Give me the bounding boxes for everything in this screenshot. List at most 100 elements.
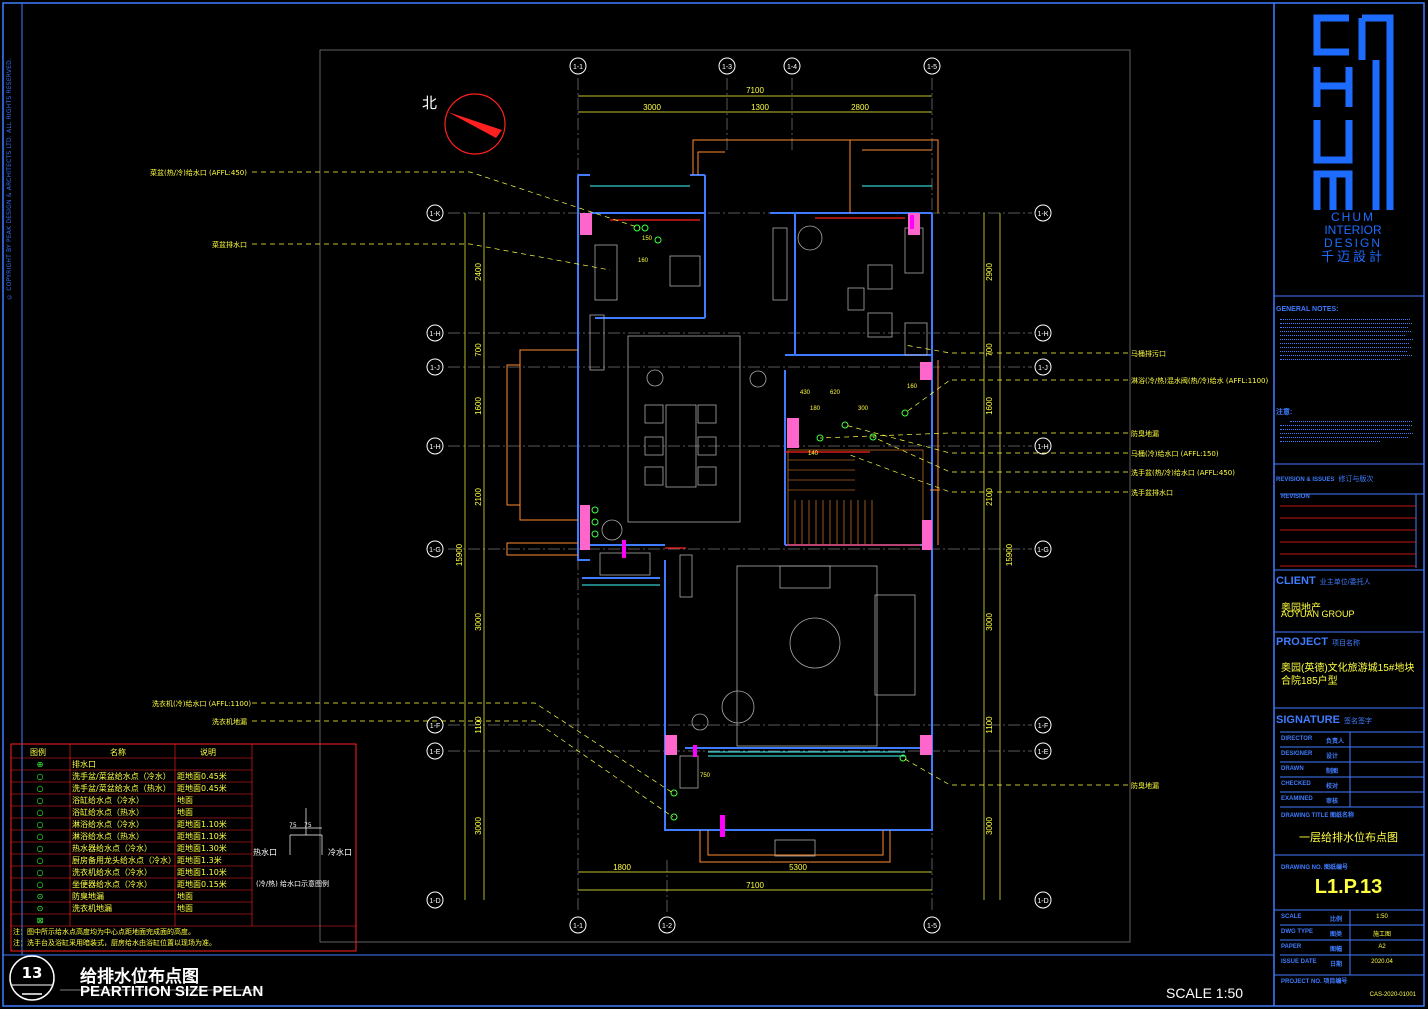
grid-bubble-right-h1: 1-H [1034,324,1052,342]
legend-row-name: 洗衣机给水点（冷水） [72,868,152,877]
svg-text:○: ○ [37,844,44,853]
info-label-cn: 日期 [1330,962,1343,968]
legend-row-name: 厨房备用龙头给水点（冷水） [72,856,176,865]
svg-text:○: ○ [37,796,44,805]
svg-text:1-G: 1-G [1037,547,1049,554]
callout-toilet-supply: 马桶(冷)给水口 (AFFL:150) [1131,449,1219,458]
grid-bubble-bottom-1-1: 1-1 [569,916,587,934]
dim-bottom-1: 1800 [613,863,631,872]
legend-row-name: 淋浴给水点（冷水） [72,820,144,829]
client-name-en: AOYUAN GROUP [1281,609,1355,619]
svg-text:1-H: 1-H [429,444,440,451]
svg-text:⊠: ⊠ [37,916,44,925]
svg-text:⊙: ⊙ [37,904,44,913]
dim-inner-300: 300 [858,406,869,412]
svg-text:○: ○ [37,856,44,865]
svg-text:1-K: 1-K [430,211,441,218]
signature-role: EXAMINED [1281,796,1313,802]
callout-floor-drain-1: 防臭地漏 [1131,429,1159,438]
grid-bubble-left-h2: 1-H [426,437,444,455]
svg-text:⊕: ⊕ [37,760,44,769]
svg-text:1-D: 1-D [429,898,440,905]
svg-text:1-J: 1-J [1038,365,1048,372]
svg-text:⊙: ⊙ [37,892,44,901]
copyright-notice: © COPYRIGHT BY PEAK DESIGN & ARCHITECTS … [6,57,13,300]
info-value: 1:50 [1376,914,1388,920]
grid-bubble-bottom-1-2: 1-2 [658,916,676,934]
svg-text:1-G: 1-G [429,547,441,554]
legend-row-note: 地面 [177,904,193,913]
svg-text:1-2: 1-2 [662,923,672,930]
chum-logo-icon [1313,14,1394,210]
logo-word-1: CHUM [1331,210,1375,224]
svg-text:1-J: 1-J [430,365,440,372]
legend-detail-dim-2: 75 [304,822,312,829]
info-label-cn: 比例 [1330,917,1343,923]
legend-row-name: 浴缸给水点（冷水） [72,796,144,805]
dim-left-6: 1100 [474,716,483,734]
callout-toilet-sewer: 马桶排污口 [1131,349,1166,358]
dim-bottom-total: 7100 [746,881,764,890]
general-notes-body [1276,316,1419,404]
legend-note-1: 注：图中所示给水点高度均为中心点距地面完成面的高度。 [13,928,195,936]
legend-row-note: 距地面0.45米 [177,772,227,781]
info-label: ISSUE DATE [1281,959,1317,965]
sheet-title-en: PEARTITION SIZE PELAN [80,983,264,1000]
legend-row-name: 洗衣机地漏 [72,904,112,913]
svg-text:1-4: 1-4 [787,64,797,71]
project-name-1: 奥园(英德)文化旅游城15#地块 [1281,663,1415,674]
callout-sink-drain: 菜盆排水口 [212,240,247,249]
legend-header-note: 说明 [200,748,216,757]
sheet-scale: SCALE 1:50 [1166,985,1244,1001]
dim-top-1: 3000 [643,103,661,112]
callout-floor-drain-2: 防臭地漏 [1131,781,1159,790]
svg-text:1-3: 1-3 [722,64,732,71]
general-notes-cn-body [1276,418,1419,445]
svg-text:1-E: 1-E [430,749,441,756]
grid-bubble-left-k: 1-K [426,204,444,222]
dim-left-4: 2100 [474,488,483,506]
dim-left-7: 3000 [474,817,483,835]
north-label: 北 [422,94,437,112]
svg-text:○: ○ [37,772,44,781]
legend-row-note: 距地面1.10米 [177,868,227,877]
legend-header-symbol: 图例 [30,748,46,757]
legend-note-2: 注：洗手台及浴缸采用暗装式，厨房给水由浴缸位置以现场为准。 [13,939,216,947]
svg-text:1-1: 1-1 [573,923,583,930]
general-notes-title: GENERAL NOTES: [1276,306,1339,313]
dim-left-total: 15900 [455,543,464,566]
dim-right-1: 2900 [985,263,994,281]
dim-inner-150: 150 [642,236,653,242]
dim-right-4: 2100 [985,488,994,506]
legend-row-name: 排水口 [72,760,96,769]
floor-plan [506,139,940,863]
callout-sink-supply: 菜盆(热/冷)给水口 (AFFL:450) [150,168,247,177]
dim-right-6: 1100 [985,716,994,734]
legend-row-note: 地面 [177,796,193,805]
legend-row-name: 热水器给水点（冷水） [72,844,152,853]
dim-right-7: 3000 [985,817,994,835]
dim-top-2: 1300 [751,103,769,112]
svg-text:○: ○ [37,880,44,889]
info-value: 2020.04 [1371,959,1393,965]
info-value: 施工图 [1372,932,1391,938]
info-value: A2 [1378,944,1386,950]
svg-text:○: ○ [37,868,44,877]
grid-bubble-right-h2: 1-H [1034,437,1052,455]
grid-bubble-bottom-1-5: 1-5 [923,916,941,934]
svg-text:1-F: 1-F [430,723,441,730]
svg-text:○: ○ [37,808,44,817]
legend-row-note: 地面 [177,892,193,901]
svg-text:1-5: 1-5 [927,923,937,930]
drawing-number: L1.P.13 [1314,876,1383,898]
project-name-2: 合院185户型 [1281,676,1338,687]
grid-bubble-left-d: 1-D [426,891,444,909]
grid-bubble-left-e: 1-E [426,742,444,760]
general-notes-title-cn: 注意: [1276,409,1293,416]
dim-inner-430: 430 [800,390,811,396]
dim-inner-180: 180 [810,406,821,412]
grid-bubble-left-j: 1-J [426,358,444,376]
svg-text:1-K: 1-K [1038,211,1049,218]
